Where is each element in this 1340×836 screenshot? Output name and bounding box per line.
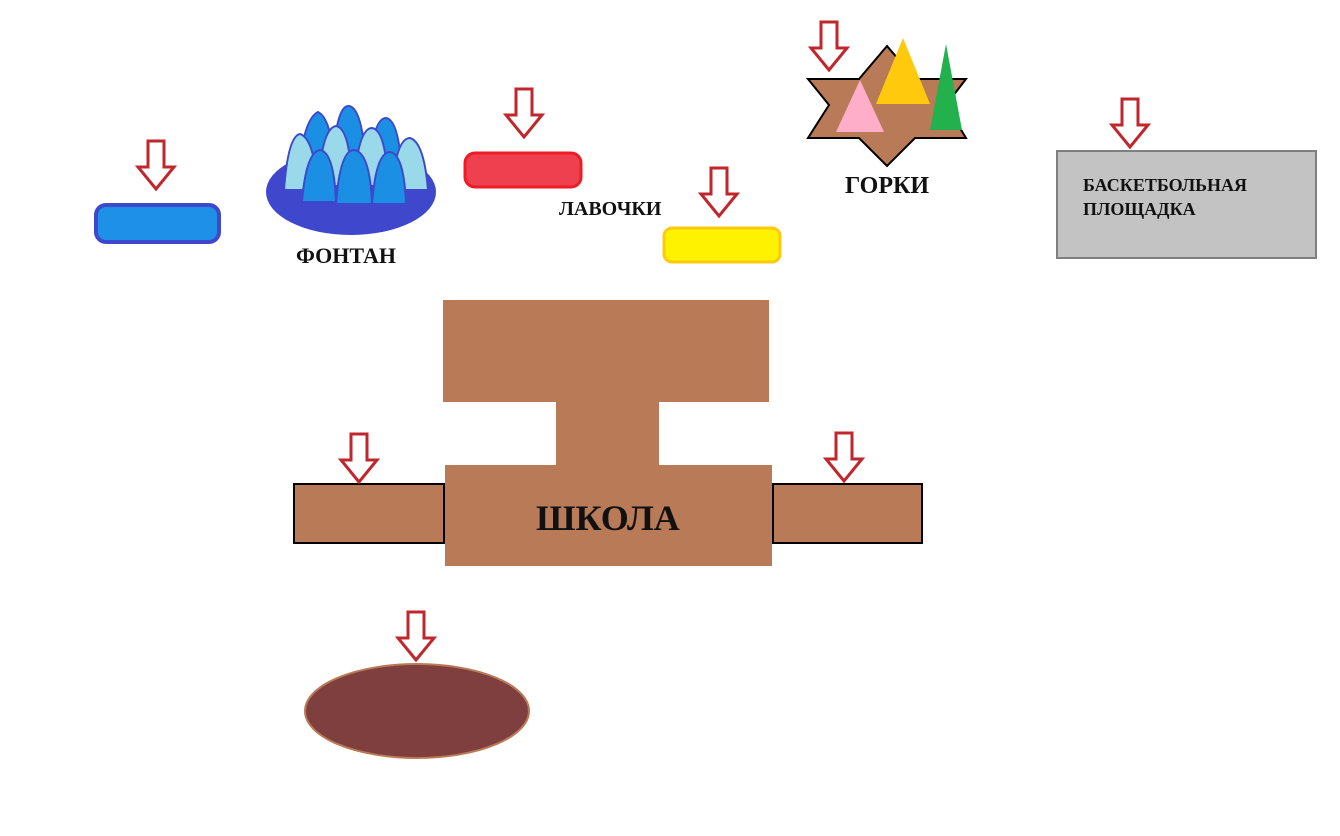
basketball-court <box>1056 150 1317 259</box>
arrow-yellow-bench <box>699 166 739 218</box>
benches-label: ЛАВОЧКИ <box>559 198 662 220</box>
fountain <box>266 105 436 235</box>
arrow-blue-bench <box>136 139 176 191</box>
arrow-basketball <box>1110 97 1150 149</box>
slides-label: ГОРКИ <box>845 173 930 199</box>
yellow-bench <box>662 226 782 264</box>
arrow-red-bench <box>504 87 544 139</box>
basketball-label-line1: БАСКЕТБОЛЬНАЯ <box>1083 175 1248 195</box>
arrow-school-left-wing <box>339 432 379 484</box>
fountain-label: ФОНТАН <box>296 243 396 268</box>
basketball-label-line2: ПЛОЩАДКА <box>1083 199 1196 219</box>
red-bench <box>463 151 583 189</box>
blue-bench <box>94 203 221 244</box>
school-building <box>293 300 923 566</box>
arrow-oval <box>396 610 436 662</box>
arrow-slides <box>809 20 849 72</box>
arrow-school-right-wing <box>824 431 864 483</box>
school-label: ШКОЛА <box>536 498 680 538</box>
oval-area <box>304 663 530 759</box>
slides-playground <box>805 38 969 168</box>
